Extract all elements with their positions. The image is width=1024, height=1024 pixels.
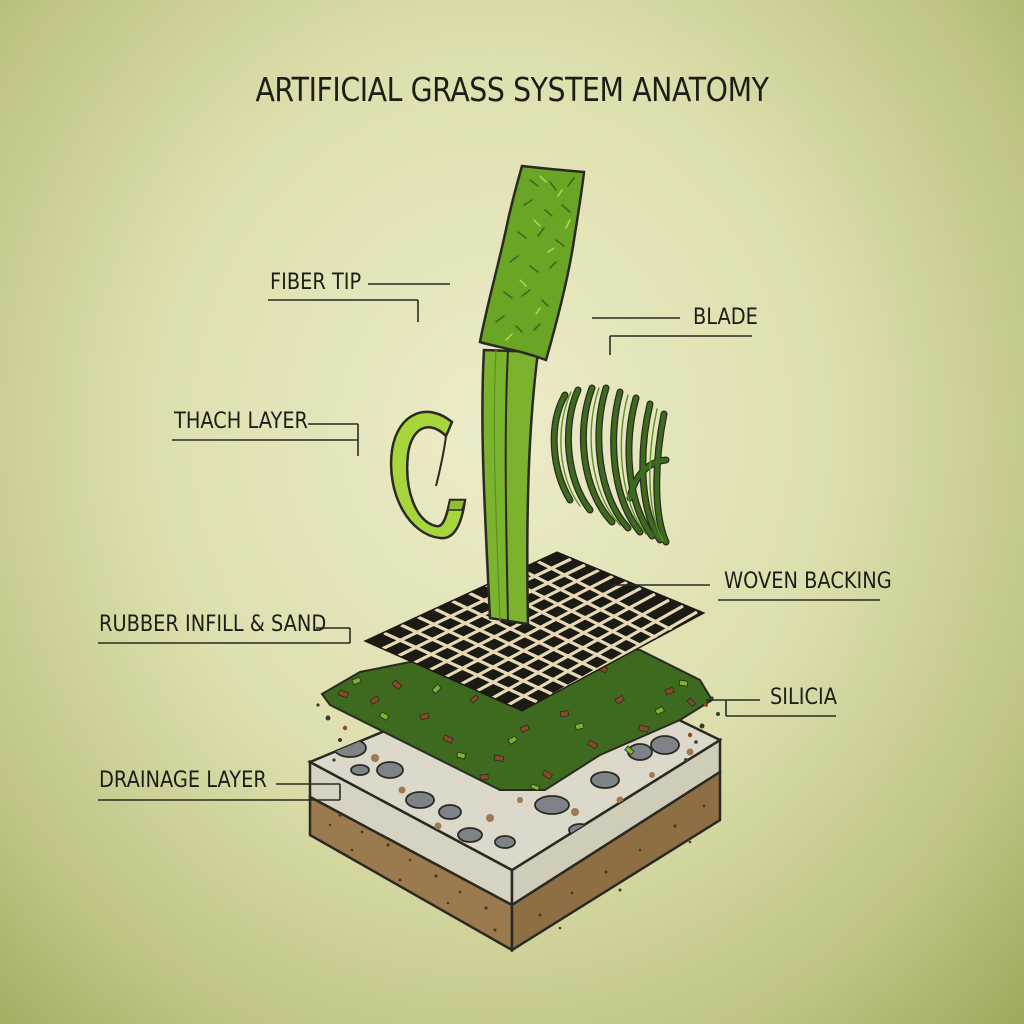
label-thach-layer: THACH LAYER bbox=[174, 409, 309, 434]
central-blade bbox=[481, 348, 540, 626]
label-blade: BLADE bbox=[693, 305, 758, 330]
page-title: ARTIFICIAL GRASS SYSTEM ANATOMY bbox=[255, 70, 769, 109]
drainage-pebbles bbox=[371, 748, 694, 830]
scattered-particles bbox=[316, 696, 720, 762]
soil-speckles bbox=[328, 804, 706, 932]
label-fiber-tip: FIBER TIP bbox=[270, 270, 362, 295]
label-woven-backing: WOVEN BACKING bbox=[724, 569, 892, 594]
label-rubber-infill: RUBBER INFILL & SAND bbox=[99, 612, 327, 637]
leader-lines bbox=[98, 283, 880, 801]
rubber-infill-mound bbox=[320, 638, 714, 792]
label-silicia: SILICIA bbox=[770, 685, 837, 710]
thatch-curl bbox=[389, 410, 467, 540]
drainage-stones bbox=[333, 735, 680, 849]
blade-bundle bbox=[550, 384, 670, 546]
fiber-tip bbox=[478, 164, 586, 362]
label-drainage-layer: DRAINAGE LAYER bbox=[99, 768, 267, 793]
